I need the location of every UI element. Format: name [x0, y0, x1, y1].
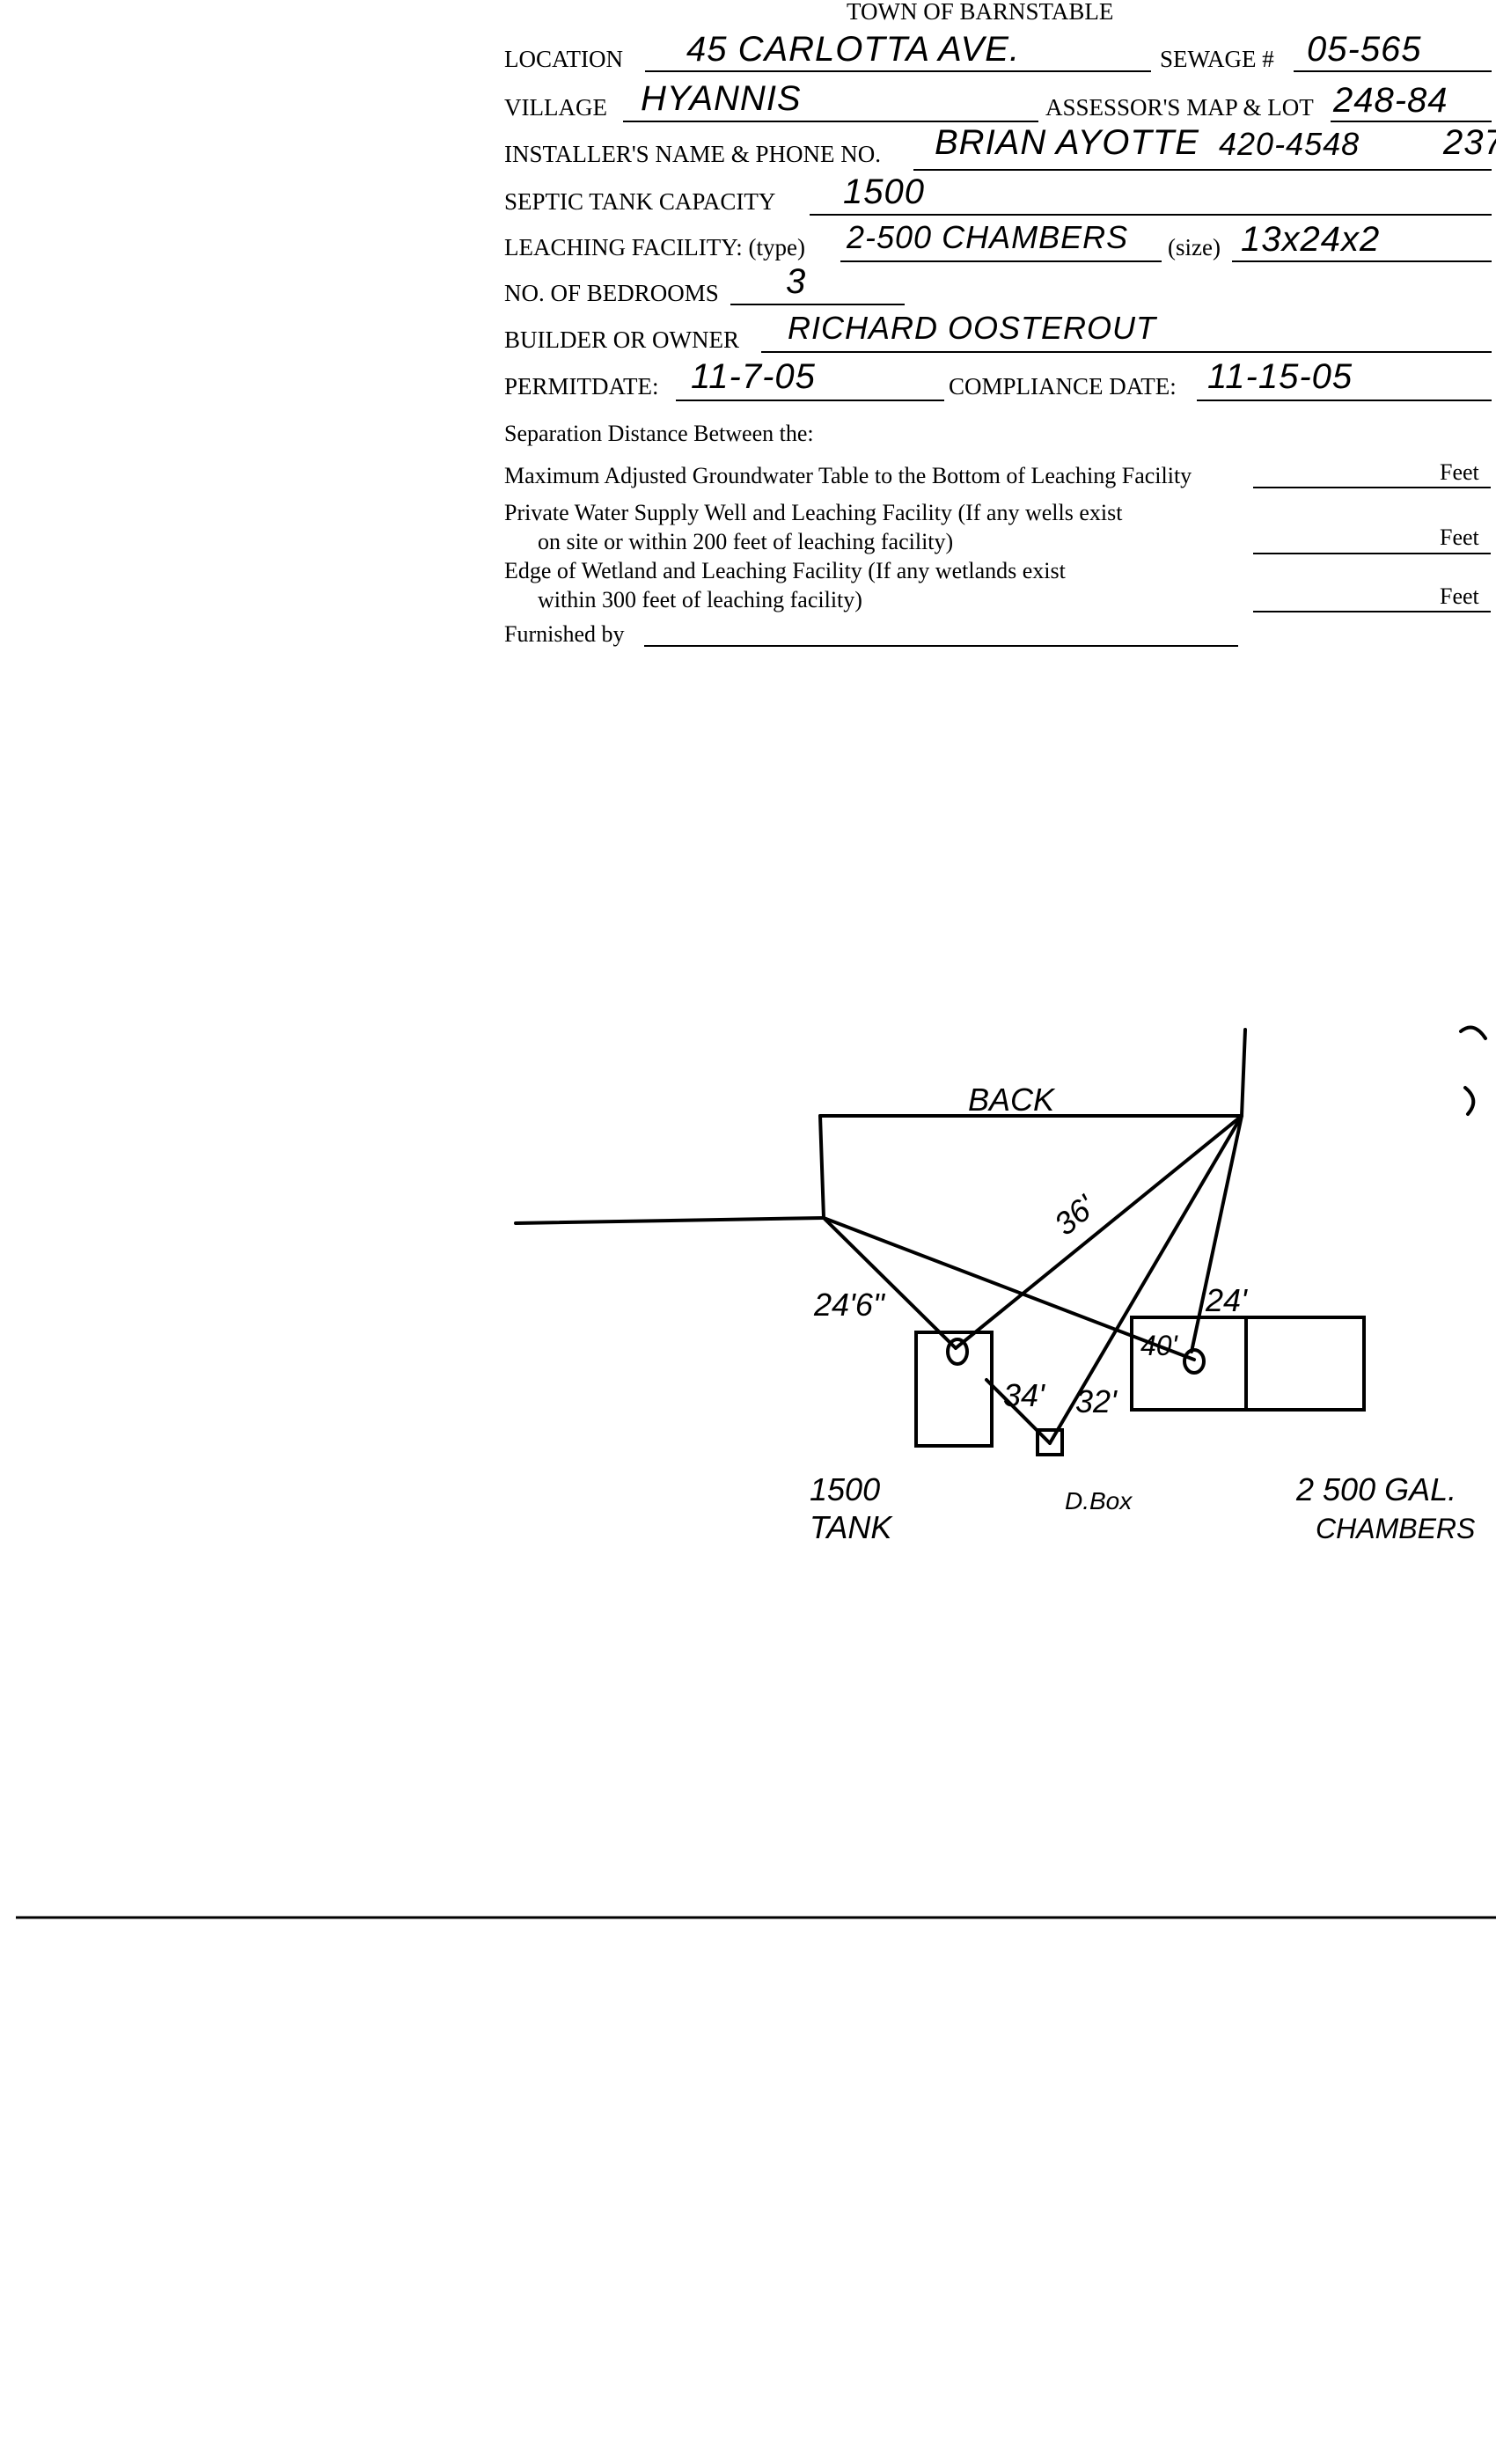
tie-line-24: [1190, 1114, 1243, 1353]
septic-label: SEPTIC TANK CAPACITY: [504, 188, 776, 215]
separation-row-3-text: Edge of Wetland and Leaching Facility (I…: [504, 558, 1066, 583]
leaching-label: LEACHING FACILITY: (type): [504, 234, 805, 260]
label-24: 24': [1205, 1282, 1248, 1318]
bedrooms-label: NO. OF BEDROOMS: [504, 280, 719, 306]
label-32: 32': [1075, 1383, 1118, 1419]
sewage-field[interactable]: [1294, 70, 1492, 72]
property-line-vertical: [1240, 1028, 1247, 1118]
label-chambers: CHAMBERS: [1316, 1513, 1475, 1544]
installer-phone: 420-4548: [1219, 126, 1360, 162]
label-chambers-capacity: 2 500 GAL.: [1295, 1471, 1456, 1507]
installer-extra: 237: [1443, 123, 1496, 162]
leaching-size-field[interactable]: [1232, 260, 1492, 262]
separation-row-1-text: Maximum Adjusted Groundwater Table to th…: [504, 463, 1192, 488]
label-40: 40': [1140, 1330, 1179, 1361]
builder-field[interactable]: [761, 351, 1492, 353]
installer-name: BRIAN AYOTTE: [935, 123, 1199, 162]
location-field[interactable]: [645, 70, 1151, 72]
tank-cover-circle: [946, 1338, 969, 1366]
village-field[interactable]: [623, 121, 1038, 122]
distribution-box: [1036, 1428, 1064, 1456]
separation-row-1-field[interactable]: [1253, 487, 1491, 488]
builder-value: RICHARD OOSTEROUT: [788, 310, 1157, 346]
property-line-horizontal: [514, 1216, 825, 1225]
house-side-wall: [818, 1114, 825, 1220]
compliance-date-field[interactable]: [1197, 400, 1492, 401]
sewage-value: 05-565: [1307, 30, 1422, 69]
installer-label: INSTALLER'S NAME & PHONE NO.: [504, 141, 881, 167]
label-tank: TANK: [810, 1509, 893, 1545]
separation-row-3-field[interactable]: [1253, 611, 1491, 612]
label-34: 34': [1003, 1377, 1045, 1413]
separation-row-3-text-cont: within 300 feet of leaching facility): [538, 587, 862, 612]
label-tank-capacity: 1500: [810, 1471, 880, 1507]
sewage-label: SEWAGE #: [1160, 46, 1274, 72]
location-label: LOCATION: [504, 46, 623, 72]
septic-field[interactable]: [810, 214, 1492, 216]
label-dbox: D.Box: [1065, 1487, 1133, 1514]
permit-date-field[interactable]: [676, 400, 944, 401]
leaching-size-value: 13x24x2: [1241, 220, 1381, 259]
separation-row-2-unit: Feet: [1440, 524, 1479, 550]
assessor-field[interactable]: [1331, 121, 1492, 122]
separation-row-2-field[interactable]: [1253, 553, 1491, 554]
margin-mark: [1459, 1025, 1487, 1040]
septic-tank: [914, 1331, 994, 1448]
location-value: 45 CARLOTTA AVE.: [686, 30, 1021, 69]
separation-row-3-unit: Feet: [1440, 583, 1479, 609]
assessor-value: 248-84: [1333, 81, 1448, 120]
bedrooms-value: 3: [786, 262, 807, 301]
separation-row-1-unit: Feet: [1440, 459, 1479, 485]
tie-line-246: [822, 1216, 957, 1350]
leaching-type-field[interactable]: [840, 260, 1162, 262]
compliance-date-value: 11-15-05: [1207, 357, 1353, 396]
assessor-label: ASSESSOR'S MAP & LOT: [1045, 94, 1314, 121]
installer-field[interactable]: [913, 169, 1492, 171]
compliance-date-label: COMPLIANCE DATE:: [949, 373, 1177, 400]
leaching-size-label: (size): [1168, 234, 1221, 260]
septic-value: 1500: [843, 172, 925, 211]
furnished-by-field[interactable]: [644, 645, 1238, 647]
label-246: 24'6": [813, 1287, 886, 1323]
furnished-by-label: Furnished by: [504, 621, 625, 647]
separation-row-2-text-cont: on site or within 200 feet of leaching f…: [538, 529, 954, 554]
label-back: BACK: [968, 1082, 1056, 1118]
builder-label: BUILDER OR OWNER: [504, 326, 739, 353]
permit-date-value: 11-7-05: [691, 357, 816, 396]
tie-line-32: [1048, 1114, 1243, 1445]
separation-row-2-text: Private Water Supply Well and Leaching F…: [504, 500, 1123, 525]
village-label: VILLAGE: [504, 94, 607, 121]
leaching-type-value: 2-500 CHAMBERS: [847, 219, 1129, 255]
bedrooms-field[interactable]: [730, 304, 905, 305]
tie-line-36: [954, 1114, 1243, 1350]
margin-mark: [1463, 1086, 1476, 1116]
permit-date-label: PERMITDATE:: [504, 373, 659, 400]
chamber-cover-circle: [1183, 1348, 1206, 1375]
separation-heading: Separation Distance Between the:: [504, 421, 814, 446]
village-value: HYANNIS: [641, 79, 802, 118]
form-title: TOWN OF BARNSTABLE: [847, 0, 1114, 25]
